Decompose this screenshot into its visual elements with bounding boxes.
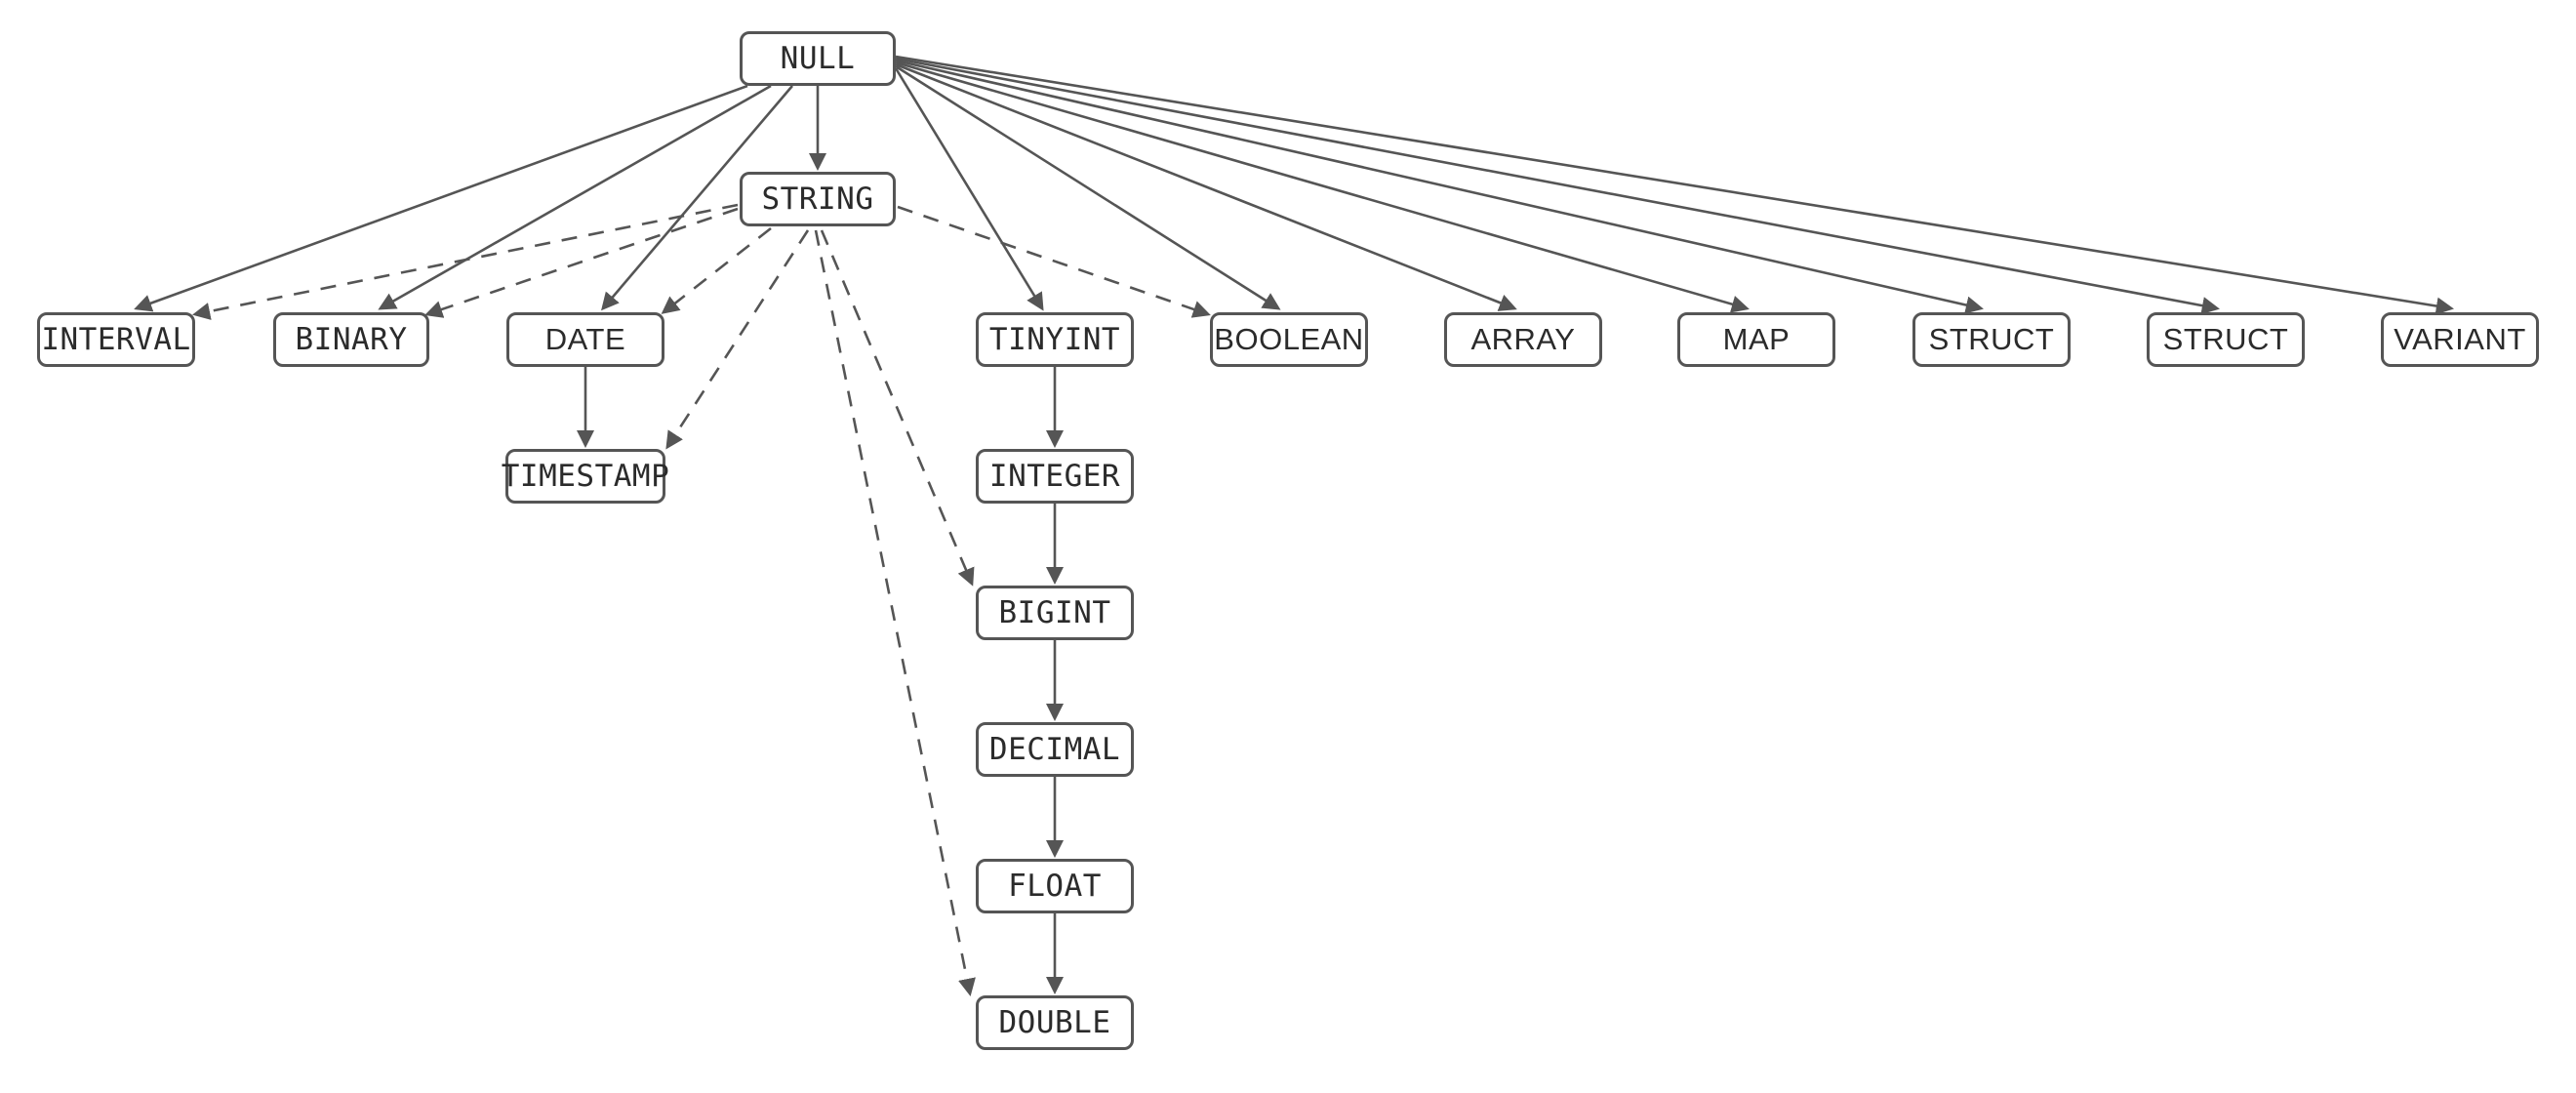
node-decimal[interactable]: DECIMAL xyxy=(976,722,1134,777)
node-label: BOOLEAN xyxy=(1214,322,1364,356)
edge-string-to-boolean xyxy=(897,205,1211,318)
node-label: NULL xyxy=(780,41,856,76)
node-label: INTERVAL xyxy=(41,322,191,357)
node-label: DATE xyxy=(544,322,626,356)
node-binary[interactable]: BINARY xyxy=(273,312,429,367)
node-boolean[interactable]: BOOLEAN xyxy=(1210,312,1368,367)
node-label: STRING xyxy=(761,182,874,217)
node-integer[interactable]: INTEGER xyxy=(976,449,1134,504)
node-label: INTEGER xyxy=(988,459,1121,494)
edge-string-to-binary xyxy=(424,207,739,318)
node-interval[interactable]: INTERVAL xyxy=(37,312,195,367)
node-map[interactable]: MAP xyxy=(1677,312,1835,367)
edge-null-to-binary xyxy=(378,84,772,310)
edge-null-to-variant xyxy=(895,55,2454,315)
node-bigint[interactable]: BIGINT xyxy=(976,586,1134,640)
node-label: BIGINT xyxy=(998,595,1111,630)
node-struct1[interactable]: STRUCT xyxy=(1912,312,2071,367)
node-array[interactable]: ARRAY xyxy=(1444,312,1602,367)
node-label: BINARY xyxy=(295,322,408,357)
edge-null-to-struct1 xyxy=(895,59,1984,314)
node-label: TIMESTAMP xyxy=(501,459,670,494)
node-label: DECIMAL xyxy=(988,732,1121,767)
node-label: STRUCT xyxy=(2162,322,2289,356)
node-variant[interactable]: VARIANT xyxy=(2381,312,2539,367)
node-timestamp[interactable]: TIMESTAMP xyxy=(502,449,669,504)
edge-null-to-array xyxy=(895,62,1517,311)
node-label: STRUCT xyxy=(1928,322,2055,356)
node-label: DOUBLE xyxy=(998,1005,1111,1040)
edge-null-to-tinyint xyxy=(894,67,1044,311)
edge-string-to-bigint xyxy=(820,229,975,587)
edge-null-to-interval xyxy=(134,84,748,312)
node-null[interactable]: NULL xyxy=(740,31,896,86)
node-string[interactable]: STRING xyxy=(740,172,896,226)
node-tinyint[interactable]: TINYINT xyxy=(976,312,1134,367)
edge-string-to-interval xyxy=(192,203,739,320)
node-label: MAP xyxy=(1722,322,1791,356)
node-struct2[interactable]: STRUCT xyxy=(2147,312,2305,367)
node-label: FLOAT xyxy=(1008,869,1102,904)
edge-null-to-boolean xyxy=(895,64,1281,310)
edge-null-to-struct2 xyxy=(895,57,2220,315)
edge-string-to-timestamp xyxy=(665,229,810,450)
node-date[interactable]: DATE xyxy=(506,312,664,367)
edge-string-to-double xyxy=(814,229,976,996)
edges xyxy=(134,55,2454,996)
edge-null-to-map xyxy=(895,61,1750,313)
node-label: TINYINT xyxy=(988,322,1121,357)
node-double[interactable]: DOUBLE xyxy=(976,995,1134,1050)
node-float[interactable]: FLOAT xyxy=(976,859,1134,913)
edge-string-to-date xyxy=(661,226,772,314)
node-label: VARIANT xyxy=(2394,322,2526,356)
node-label: ARRAY xyxy=(1470,322,1576,356)
